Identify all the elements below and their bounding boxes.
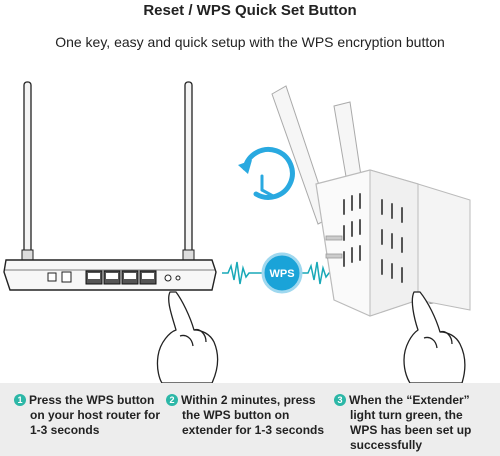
page-subtitle: One key, easy and quick setup with the W… [55,34,445,50]
step-number-1: 1 [14,394,26,406]
signal-wave-right [302,261,338,285]
wps-illustration: WPS [3,81,471,383]
signal-wave-left [222,261,262,285]
router-icon [3,81,217,291]
page-title: Reset / WPS Quick Set Button [143,2,357,19]
hand-pointer-icon [403,291,466,383]
step-number-3: 3 [334,394,346,406]
wps-badge-label: WPS [269,268,294,280]
step-number-2: 2 [166,394,178,406]
hand-pointer-icon [156,291,219,383]
wps-badge: WPS [261,252,303,294]
clock-timer-icon [238,146,295,200]
extender-icon [271,85,471,317]
